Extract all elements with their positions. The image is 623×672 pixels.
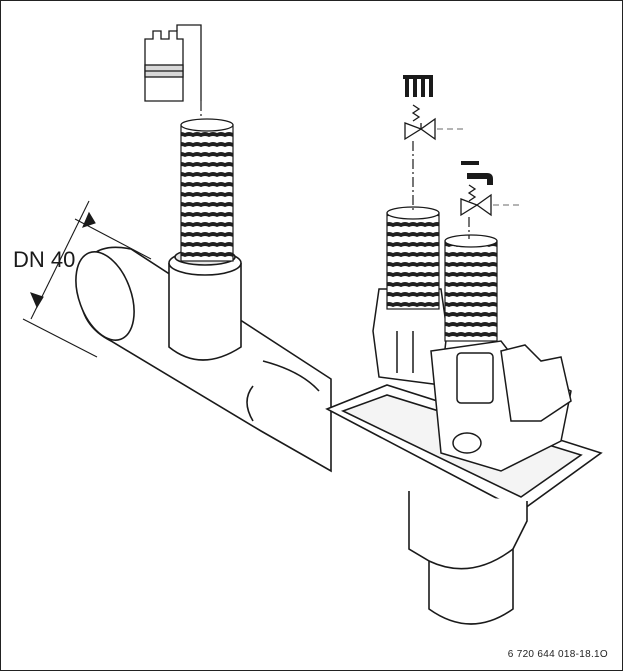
dimension-marker bbox=[22, 200, 152, 358]
corrugated-hose-heating bbox=[386, 206, 440, 310]
boiler-unit-icon bbox=[144, 24, 202, 102]
dimension-label: DN 40 bbox=[13, 247, 76, 272]
t-branch-socket bbox=[168, 248, 242, 361]
safety-valve-icon-2 bbox=[460, 184, 492, 217]
tap-icon bbox=[461, 161, 493, 185]
corrugated-hose-hotwater bbox=[444, 234, 498, 342]
safety-valve-icon bbox=[404, 104, 436, 141]
reference-code: 6 720 644 018-18.1O bbox=[507, 649, 608, 660]
drain-outlet-pipe bbox=[408, 491, 528, 625]
corrugated-hose-left bbox=[180, 118, 234, 262]
radiator-icon bbox=[403, 75, 433, 97]
funnel-connector bbox=[372, 288, 572, 472]
